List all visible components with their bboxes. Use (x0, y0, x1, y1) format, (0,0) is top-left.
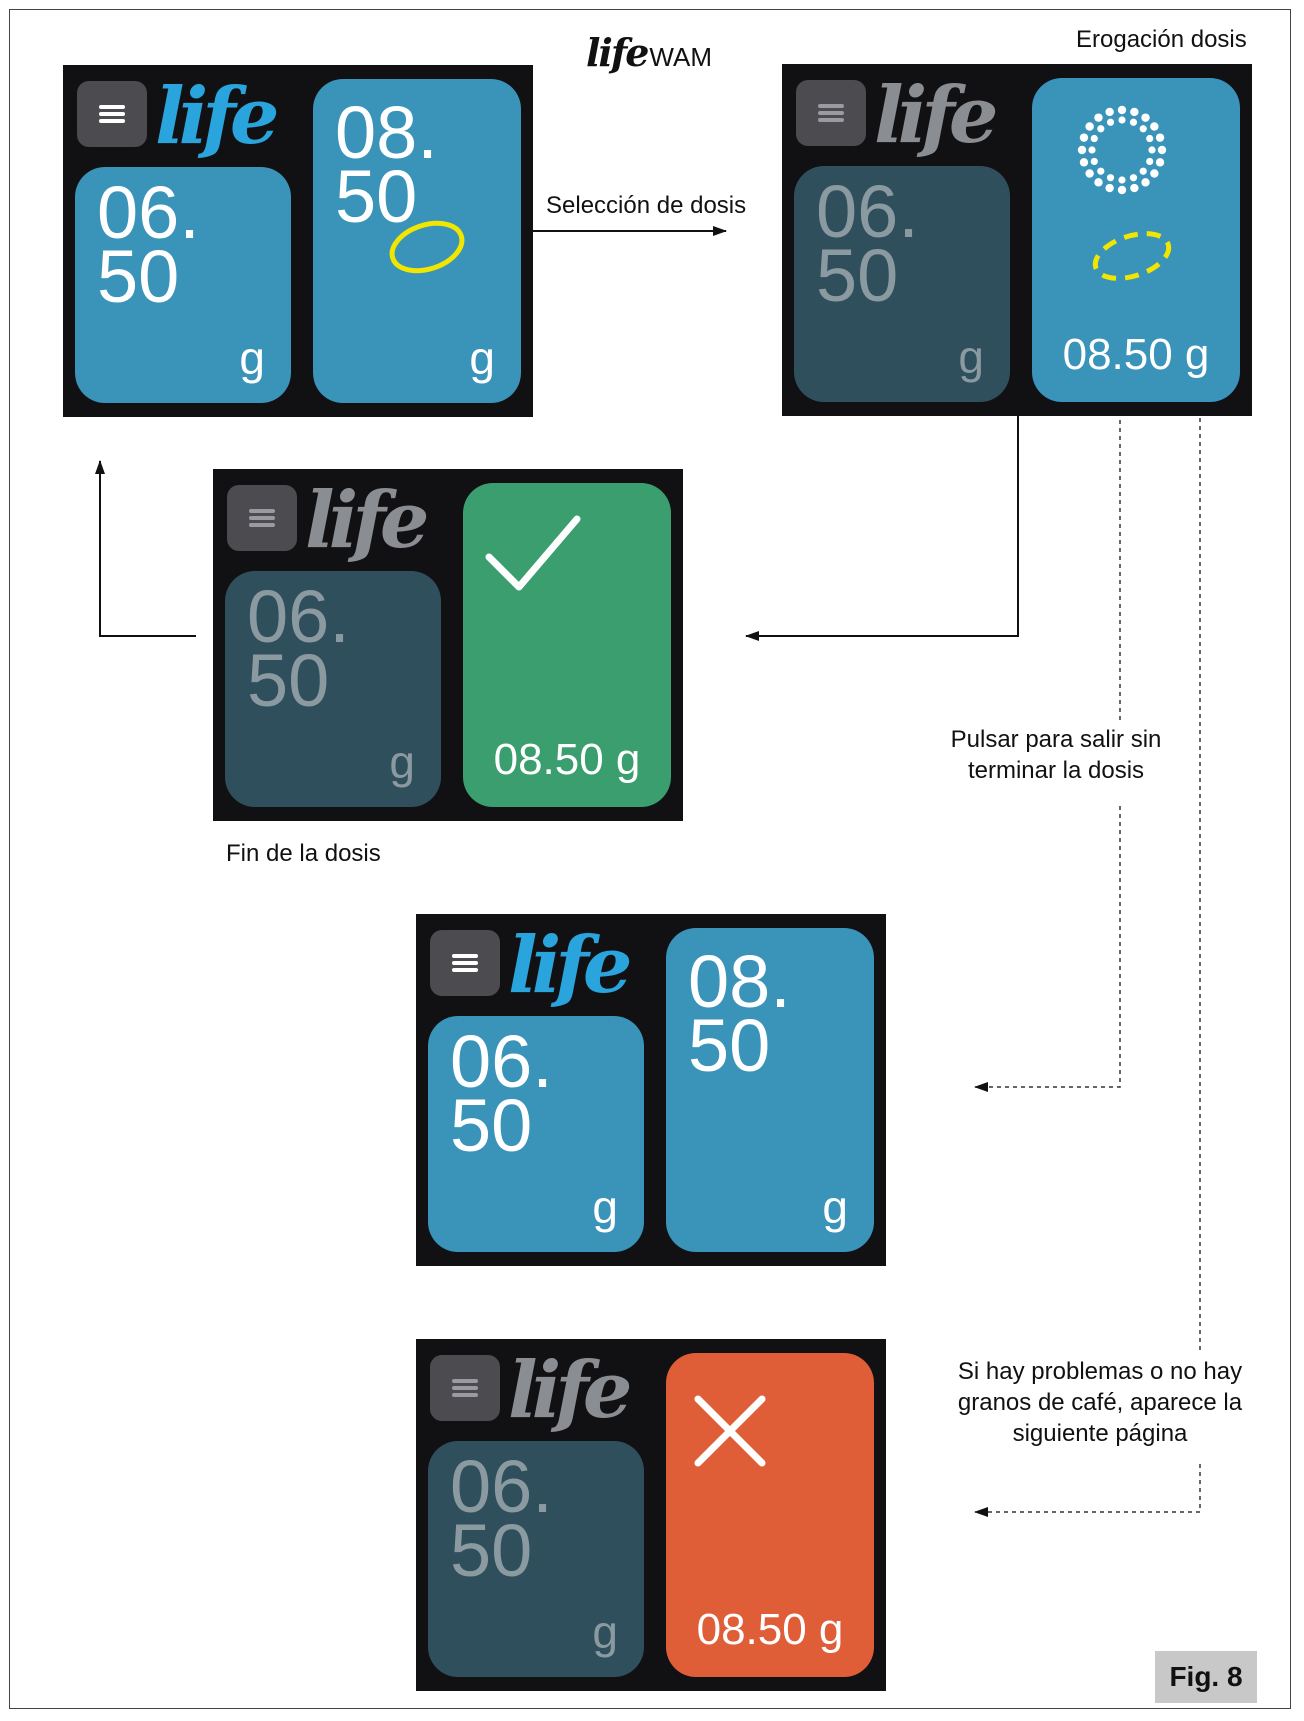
menu-icon (99, 105, 125, 123)
menu-button[interactable] (227, 485, 297, 551)
screen-brand-logo: life (874, 70, 998, 161)
dose-unit: g (958, 331, 984, 383)
screen-done: life 06. 50 g 08.50 g (213, 469, 683, 821)
label-error-line1: Si hay problemas o no hay (957, 1358, 1243, 1385)
dose-tile-small: 06. 50 g (794, 166, 1010, 402)
label-exit-line1: Pulsar para salir sin (950, 726, 1162, 753)
arrow-dispense-to-done (745, 415, 1019, 641)
dose-tile-large[interactable]: 08. 50 g (313, 79, 521, 403)
dose-tile-small[interactable]: 06. 50 g (75, 167, 291, 403)
menu-icon (452, 1379, 478, 1397)
dose-value: 06. 50 (816, 170, 919, 317)
label-dispensing: Erogación dosis (1076, 26, 1247, 53)
dose-unit: g (822, 1181, 848, 1233)
menu-button[interactable] (77, 81, 147, 147)
brand-logo: life WAM (586, 30, 712, 75)
brand-script: life (586, 30, 649, 75)
figure-label: Fig. 8 (1155, 1651, 1257, 1703)
label-error-line3: siguiente página (1012, 1420, 1188, 1448)
progress-ring-icon (1077, 105, 1167, 195)
label-exit-line2: terminar la dosis (967, 757, 1145, 785)
menu-icon (818, 104, 844, 122)
screen-select: life 06. 50 g 08. 50 g (63, 65, 533, 417)
dose-value: 06. 50 (450, 1020, 553, 1167)
dose-value: 06. 50 (247, 575, 350, 722)
dose-tile-small: 06. 50 g (225, 571, 441, 807)
cross-icon (694, 1395, 766, 1467)
label-exit-hint: Pulsar para salir sin terminar la dosis (926, 724, 1186, 786)
dose-label: 08.50 g (493, 735, 641, 784)
dose-value: 06. 50 (97, 171, 200, 318)
dose-label: 08.50 g (1062, 330, 1210, 379)
screen-brand-logo: life (508, 920, 632, 1011)
menu-button[interactable] (430, 930, 500, 996)
dose-value: 08. 50 (688, 940, 791, 1087)
dose-label: 08.50 g (696, 1605, 844, 1654)
screen-dispensing: life 06. 50 g 08.50 g (782, 64, 1252, 416)
screen-brand-logo: life (508, 1345, 632, 1436)
menu-button[interactable] (796, 80, 866, 146)
dose-tile-small[interactable]: 06. 50 g (428, 1016, 644, 1252)
dose-tile-small: 06. 50 g (428, 1441, 644, 1677)
dose-unit: g (389, 736, 415, 788)
dose-unit: g (469, 332, 495, 384)
dose-unit: g (592, 1606, 618, 1658)
screen-brand-logo: life (305, 475, 429, 566)
arrow-error-dashed (974, 402, 1201, 1517)
screen-return: life 06. 50 g 08. 50 g (416, 914, 886, 1266)
label-error-line2: granos de café, aparece la (957, 1389, 1243, 1417)
label-error-hint: Si hay problemas o no hay granos de café… (930, 1356, 1270, 1450)
touch-target-icon (389, 220, 465, 274)
dose-tile-error: 08.50 g (666, 1353, 874, 1677)
dose-value: 06. 50 (450, 1445, 553, 1592)
screen-error: life 06. 50 g 08.50 g (416, 1339, 886, 1691)
brand-wam: WAM (649, 42, 712, 72)
touch-target-icon (1092, 231, 1172, 281)
dose-unit: g (592, 1181, 618, 1233)
dose-unit: g (239, 332, 265, 384)
dose-tile-large[interactable]: 08. 50 g (666, 928, 874, 1252)
dose-tile-dispensing[interactable]: 08.50 g (1032, 78, 1240, 402)
screen-brand-logo: life (155, 71, 279, 162)
dose-value: 08. 50 (335, 91, 438, 238)
menu-icon (249, 509, 275, 527)
checkmark-icon (485, 515, 581, 591)
label-end-of-dose: Fin de la dosis (226, 840, 381, 867)
dose-tile-complete: 08.50 g (463, 483, 671, 807)
menu-icon (452, 954, 478, 972)
label-dose-selection: Selección de dosis (546, 192, 747, 219)
figure-frame (9, 9, 1291, 1709)
menu-button[interactable] (430, 1355, 500, 1421)
arrow-done-to-select (95, 460, 196, 637)
